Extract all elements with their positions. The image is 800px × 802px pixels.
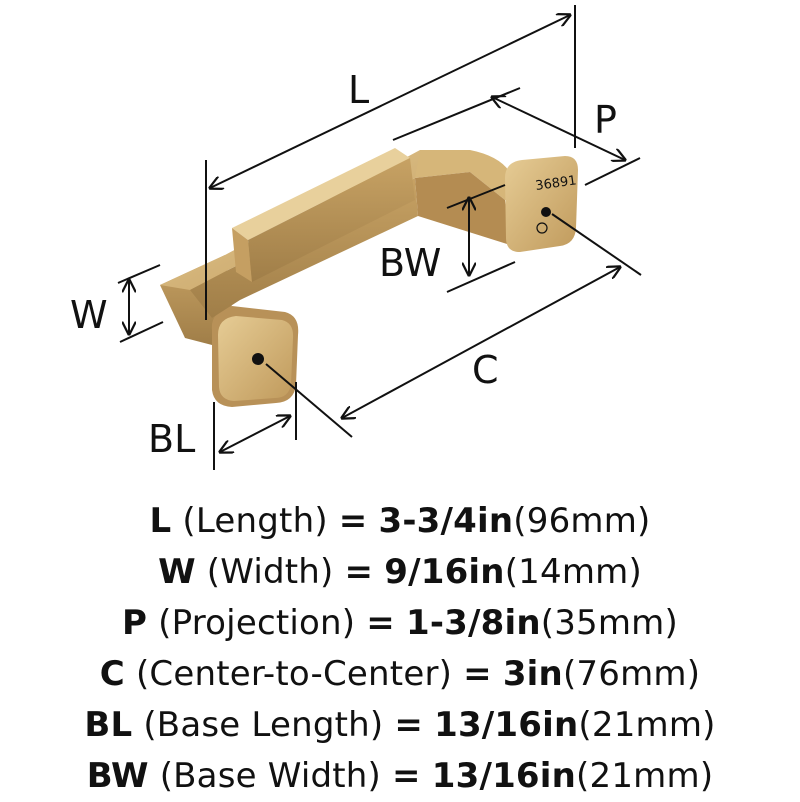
spec-description: (Width)	[206, 552, 334, 592]
dimension-C: C	[265, 213, 642, 438]
label-W: W	[70, 293, 108, 337]
spec-equals: =	[394, 705, 424, 745]
right-screw-hole	[541, 207, 551, 217]
spec-row-base-length: BL (Base Length) = 13/16in(21mm)	[0, 700, 800, 751]
spec-imperial-value: 1-3/8in	[405, 603, 541, 643]
spec-description: (Center-to-Center)	[135, 654, 453, 694]
spec-key: L	[149, 501, 172, 541]
spec-key: C	[99, 654, 125, 694]
dimension-W: W	[70, 264, 164, 343]
dimension-BL: BL	[148, 382, 297, 470]
spec-imperial-value: 3in	[502, 654, 563, 694]
center-grip-front	[232, 228, 252, 282]
spec-imperial-value: 9/16in	[384, 552, 505, 592]
spec-equals: =	[366, 603, 395, 643]
cabinet-pull-illustration: 36891	[160, 148, 578, 407]
spec-metric-value: (35mm)	[540, 603, 678, 643]
spec-key: BW	[86, 756, 149, 796]
dimension-L: L	[205, 5, 576, 320]
spec-description: (Base Length)	[143, 705, 384, 745]
dimension-P: P	[392, 87, 641, 186]
spec-key: BL	[84, 705, 133, 745]
spec-equals: =	[463, 654, 492, 694]
spec-metric-value: (96mm)	[513, 501, 651, 541]
spec-metric-value: (14mm)	[504, 552, 642, 592]
spec-description: (Projection)	[158, 603, 356, 643]
spec-imperial-value: 13/16in	[434, 705, 579, 745]
spec-equals: =	[344, 552, 374, 592]
spec-row-length: L (Length) = 3-3/4in(96mm)	[0, 496, 800, 547]
spec-imperial-value: 3-3/4in	[378, 501, 514, 541]
spec-key: P	[122, 603, 148, 643]
spec-equals: =	[338, 501, 368, 541]
spec-metric-value: (21mm)	[578, 705, 716, 745]
spec-metric-value: (21mm)	[576, 756, 714, 796]
spec-row-projection: P (Projection) = 1-3/8in(35mm)	[0, 598, 800, 649]
label-L: L	[348, 68, 369, 112]
spec-description: (Length)	[182, 501, 328, 541]
label-BL: BL	[148, 417, 195, 461]
logo-mark	[536, 222, 548, 234]
spec-description: (Base Width)	[159, 756, 381, 796]
dimension-diagram: 36891 L P BW W C	[70, 5, 642, 470]
spec-row-width: W (Width) = 9/16in(14mm)	[0, 547, 800, 598]
label-P: P	[594, 98, 617, 142]
label-C: C	[472, 348, 499, 392]
left-screw-hole	[252, 353, 264, 365]
spec-equals: =	[392, 756, 421, 796]
right-foot-face	[505, 156, 578, 252]
spec-imperial-value: 13/16in	[431, 756, 577, 796]
spec-row-base-width: BW (Base Width) = 13/16in(21mm)	[0, 751, 800, 802]
label-BW: BW	[379, 241, 441, 285]
spec-metric-value: (76mm)	[562, 654, 701, 694]
dimension-spec-list: L (Length) = 3-3/4in(96mm) W (Width) = 9…	[0, 496, 800, 802]
spec-key: W	[158, 552, 196, 592]
spec-row-center-to-center: C (Center-to-Center) = 3in(76mm)	[0, 649, 800, 700]
